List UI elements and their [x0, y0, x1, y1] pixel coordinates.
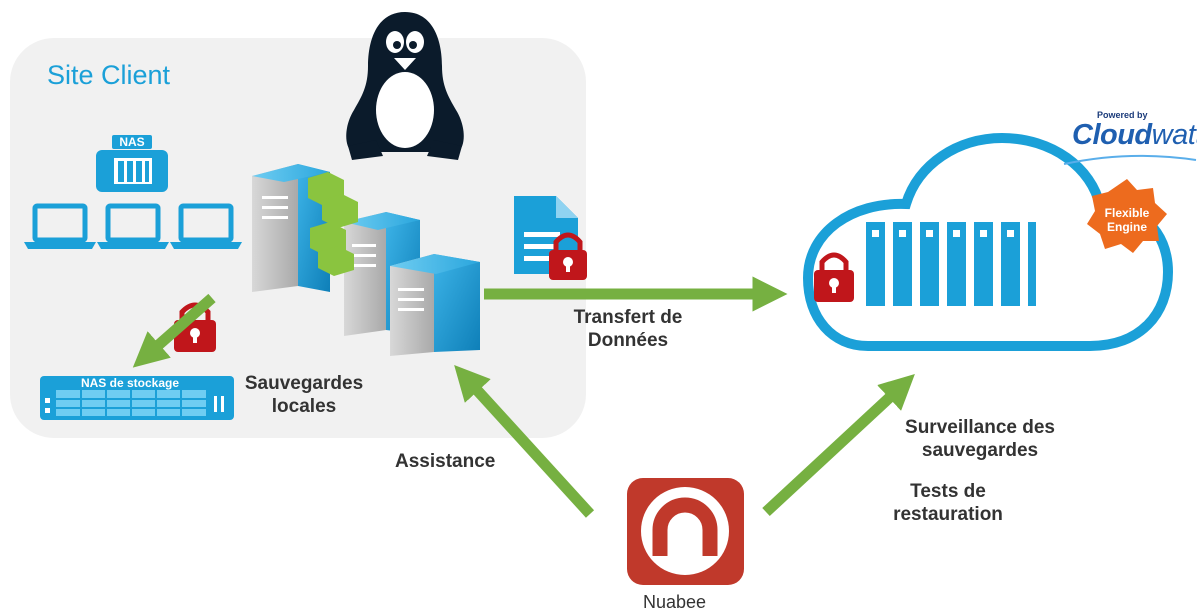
nas-storage-label: NAS de stockage	[81, 376, 179, 390]
flexible-engine-label: Flexible Engine	[1104, 206, 1150, 234]
laptop-icon	[24, 203, 96, 249]
flexible-engine-badge-icon	[1087, 179, 1167, 253]
local-backups-label: Sauvegardes locales	[244, 373, 364, 417]
assistance-label: Assistance	[395, 451, 496, 472]
cloudwatt-logo: Cloudwatt	[1072, 119, 1197, 152]
server-icon	[390, 254, 480, 356]
laptop-icon	[97, 203, 169, 249]
linux-tux-icon	[346, 12, 464, 160]
nas-storage-rack-icon	[40, 376, 234, 420]
cloud-storage-icon	[802, 132, 1174, 351]
assistance-arrow	[454, 364, 595, 518]
nuabee-logo-icon	[627, 478, 744, 585]
nas-icon	[96, 135, 168, 192]
monitoring-label: Surveillance des sauvegardes	[905, 417, 1055, 461]
nas-badge-label: NAS	[119, 135, 144, 149]
cloudwatt-swoosh-icon	[1063, 154, 1197, 165]
cloudwatt-powered-by: Powered by	[1097, 110, 1148, 120]
cloudwatt-name-part2: watt	[1151, 119, 1197, 151]
laptop-icon	[170, 203, 242, 249]
cloudwatt-name-part1: Cloud	[1072, 119, 1152, 151]
data-blocks-icon	[308, 172, 358, 276]
transfer-label: Transfert de Données	[573, 307, 683, 351]
restore-tests-label: Tests de restauration	[893, 481, 1003, 525]
lock-icon	[814, 252, 854, 302]
local-backup-arrow	[132, 293, 216, 368]
lock-icon	[549, 232, 587, 280]
site-client-title: Site Client	[47, 60, 171, 90]
nuabee-label: Nuabee	[643, 592, 707, 612]
monitoring-arrow	[762, 374, 915, 517]
